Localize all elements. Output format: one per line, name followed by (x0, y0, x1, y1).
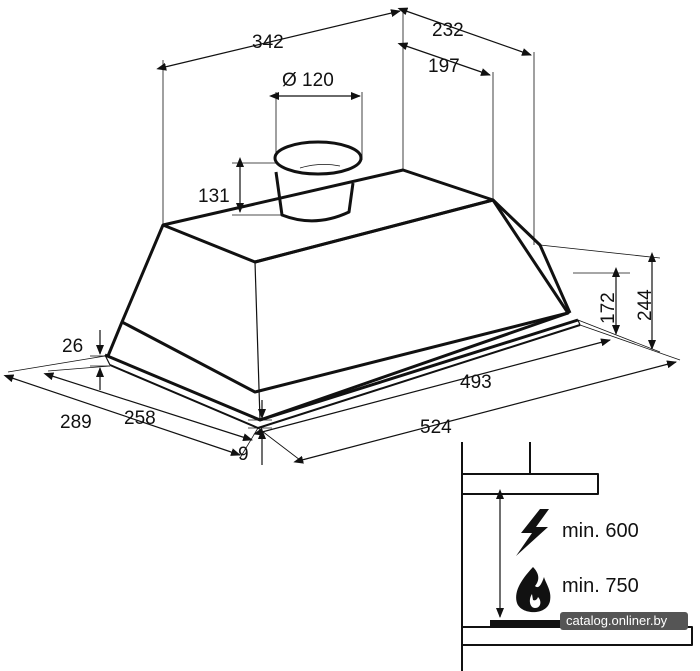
dimension-lines (3, 7, 681, 465)
dim-depth-inner: 197 (428, 56, 460, 77)
dim-width-inner: 493 (460, 372, 492, 393)
hood-body (104, 168, 581, 429)
dim-depth-top: 232 (432, 20, 464, 41)
lightning-icon (516, 509, 549, 556)
dim-width-top: 342 (252, 32, 284, 53)
dim-height-total: 244 (635, 289, 656, 321)
dim-duct-height: 131 (198, 186, 230, 207)
dim-height-inner: 172 (598, 292, 619, 324)
watermark-text: catalog.onliner.by (566, 613, 668, 628)
dim-frame-thickness: 26 (62, 336, 83, 357)
clearance-electric-label: min. 600 (562, 520, 639, 542)
watermark: catalog.onliner.by (560, 612, 688, 630)
dimension-labels: 342 232 197 Ø 120 131 172 244 26 289 258… (60, 20, 656, 465)
clearance-gas-label: min. 750 (562, 575, 639, 597)
dim-depth-total: 289 (60, 412, 92, 433)
dim-depth-body: 258 (124, 408, 156, 429)
clearance-inset: min. 600 min. 750 (461, 442, 693, 671)
flame-icon (516, 567, 551, 613)
exhaust-duct (273, 140, 363, 223)
dim-duct-diameter: Ø 120 (282, 70, 334, 91)
dim-panel-thickness: 9 (238, 444, 249, 465)
dim-width-total: 524 (420, 417, 452, 438)
